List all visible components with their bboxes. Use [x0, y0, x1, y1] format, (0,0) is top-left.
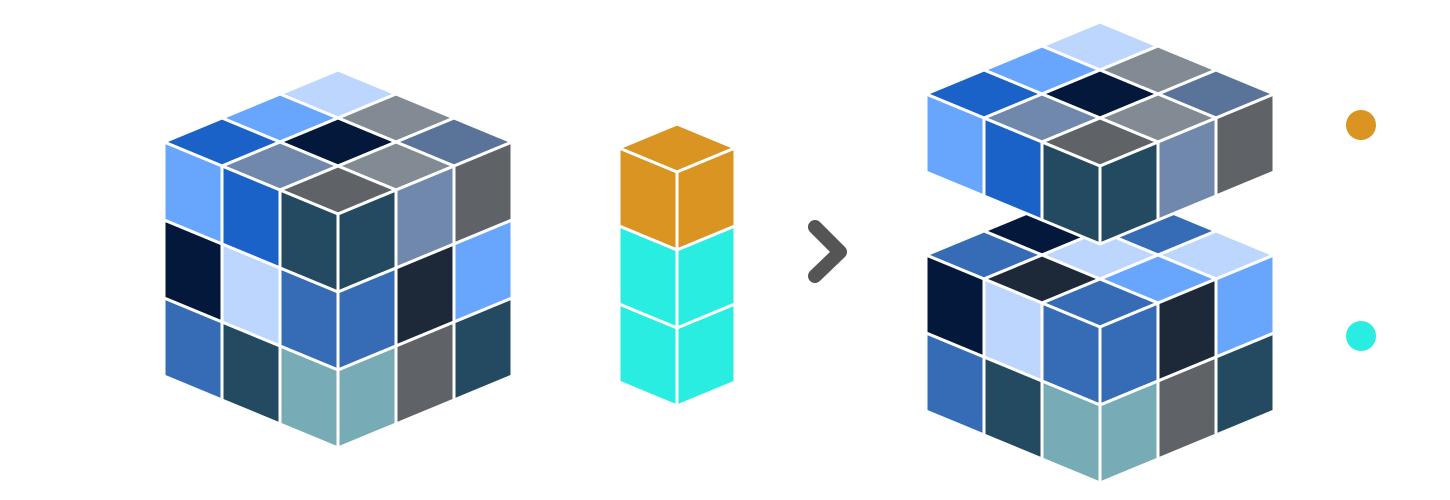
legend-dot-orange — [1346, 110, 1376, 140]
cube-before — [162, 68, 514, 450]
chevron-right-icon — [808, 220, 847, 283]
legend — [1346, 110, 1376, 351]
piece-column — [617, 122, 737, 408]
column-right-cell — [675, 302, 737, 408]
cube-before-right-cell — [452, 296, 514, 402]
cube-after-top-right-cell — [1214, 92, 1276, 198]
cube-after-bottom — [924, 181, 1276, 485]
arrow-icon — [808, 220, 847, 283]
cube-after-top-layer — [924, 20, 1276, 246]
cube-after-bottom-right-cell — [1214, 331, 1276, 437]
legend-dot-cyan — [1346, 321, 1376, 351]
